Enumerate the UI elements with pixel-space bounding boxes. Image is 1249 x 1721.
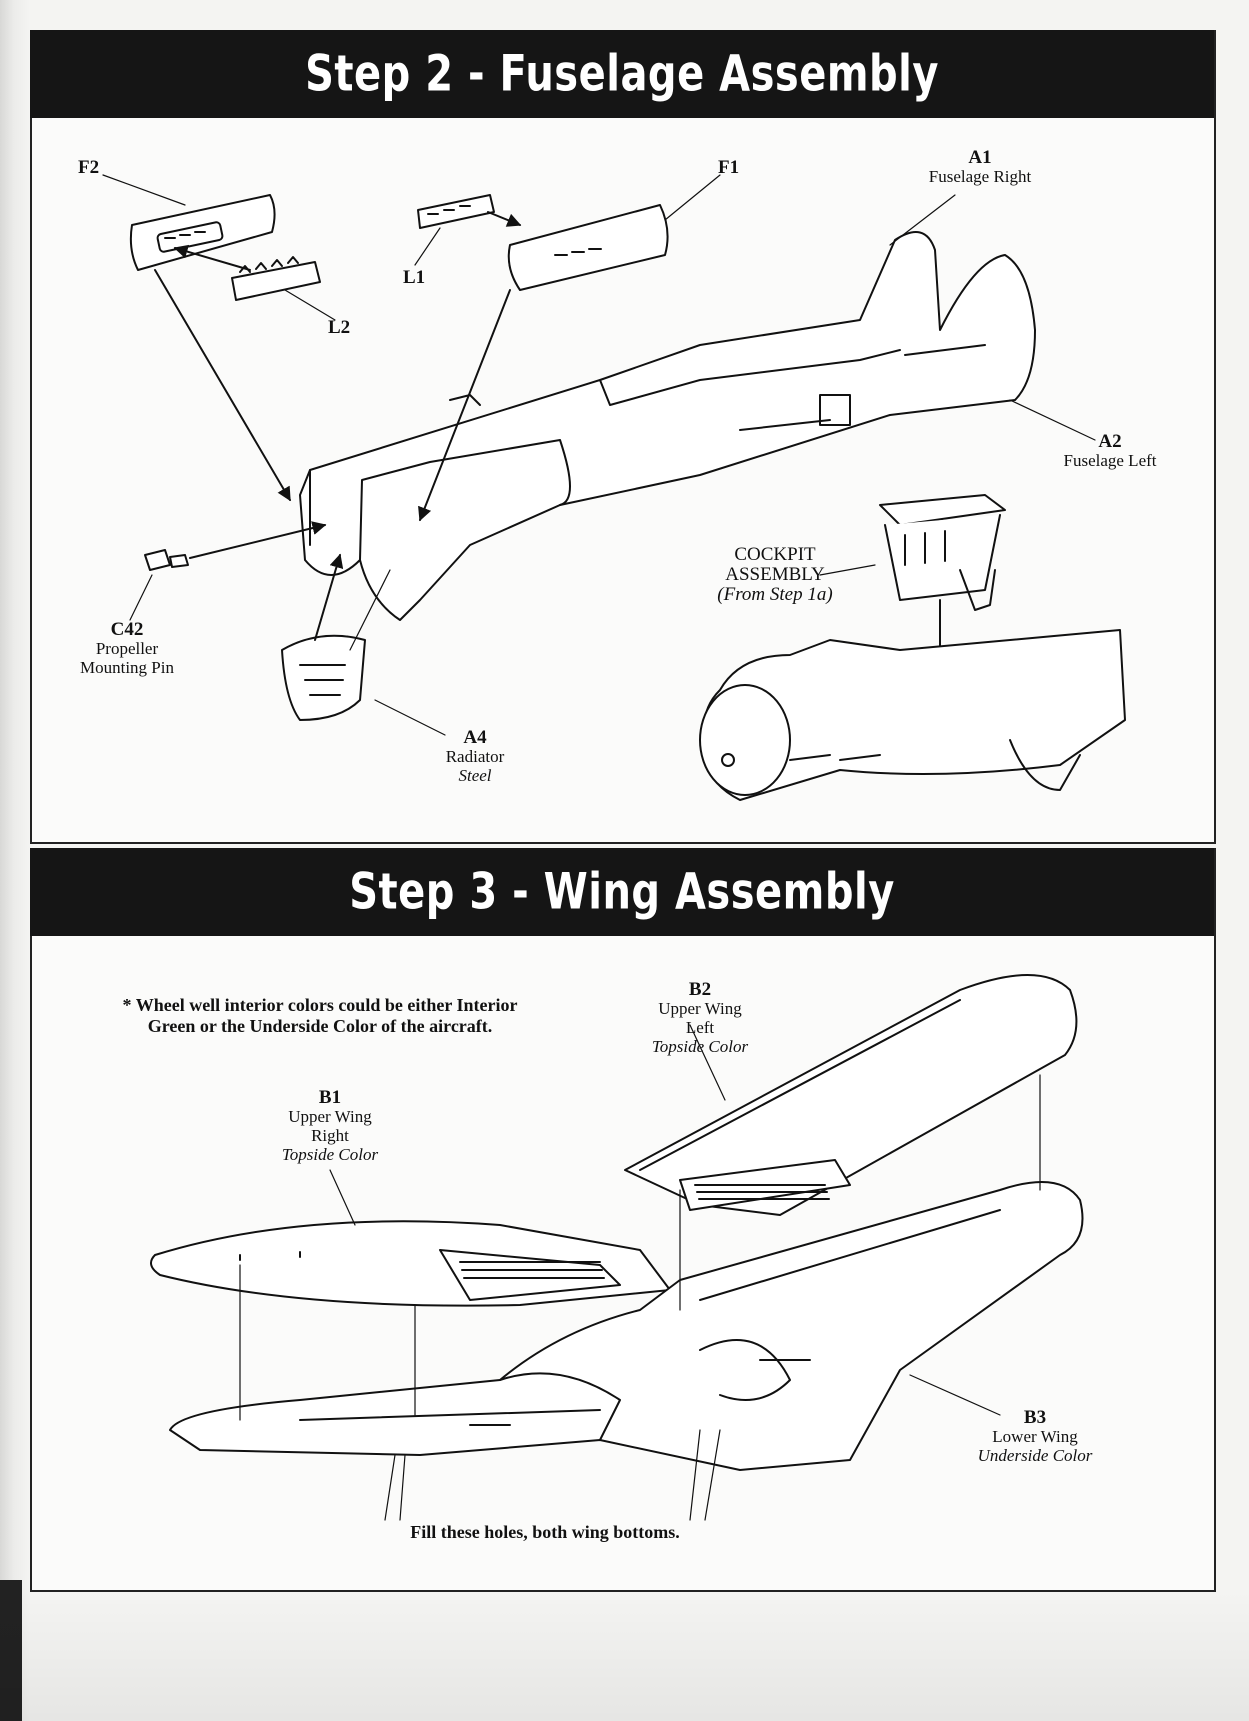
step2-title: Step 2 - Fuselage Assembly <box>305 45 939 103</box>
label-b1: B1 Upper Wing Right Topside Color <box>281 1087 379 1164</box>
step3-banner: Step 3 - Wing Assembly <box>30 848 1214 936</box>
part-c42-illustration <box>144 549 189 571</box>
label-f2: F2 <box>78 157 100 178</box>
label-f1: F1 <box>718 157 740 178</box>
assembled-nose-illustration <box>699 629 1126 801</box>
scan-shadow <box>0 1590 1249 1721</box>
label-c42: C42 Propeller Mounting Pin <box>80 619 174 677</box>
part-l2-illustration <box>231 256 321 301</box>
binder-edge <box>0 0 30 1721</box>
label-cockpit-assembly: COCKPIT ASSEMBLY (From Step 1a) <box>717 544 833 605</box>
part-b2-illustration <box>624 974 1078 1216</box>
cockpit-assembly-illustration <box>879 494 1006 611</box>
binder-clip <box>0 1580 22 1721</box>
wheel-well-note: * Wheel well interior colors could be ei… <box>122 995 518 1036</box>
step3-title: Step 3 - Wing Assembly <box>349 863 895 921</box>
part-l1-illustration <box>417 194 495 229</box>
step2-banner: Step 2 - Fuselage Assembly <box>30 30 1214 118</box>
part-b1-illustration <box>150 1220 671 1307</box>
label-b3: B3 Lower Wing Underside Color <box>977 1407 1093 1465</box>
fill-holes-note: Fill these holes, both wing bottoms. <box>410 1522 680 1542</box>
label-b2: B2 Upper Wing Left Topside Color <box>651 979 749 1056</box>
label-l1: L1 <box>403 267 426 288</box>
part-a4-illustration <box>281 634 366 721</box>
part-f2-illustration <box>129 194 276 271</box>
part-f1-illustration <box>507 204 669 291</box>
label-a4: A4 Radiator Steel <box>445 727 505 785</box>
label-l2: L2 <box>328 317 351 338</box>
fuselage-illustration <box>299 231 1036 621</box>
